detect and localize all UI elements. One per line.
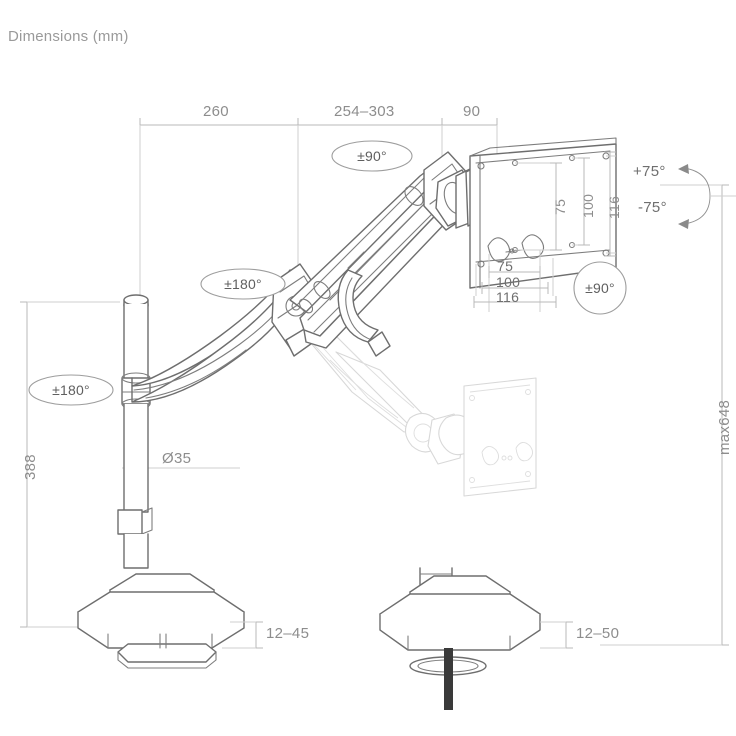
max-height-dimension <box>600 184 729 646</box>
c-clamp-thickness-label: 12–45 <box>266 625 310 642</box>
callout-base-rotation: ±180° <box>52 382 90 398</box>
pole-diameter-label: Ø35 <box>162 450 192 467</box>
c-clamp-base <box>77 573 245 669</box>
tilt-down-label: -75° <box>638 199 667 216</box>
grommet-thickness-label: 12–50 <box>576 625 620 642</box>
page-title: Dimensions (mm) <box>8 28 129 45</box>
c-clamp-thickness-dimension <box>222 621 263 649</box>
vesa-vertical-label-100: 100 <box>580 193 596 218</box>
mounting-pole <box>117 294 153 569</box>
dimension-label-254-303: 254–303 <box>334 103 395 120</box>
vesa-horizontal-label-75: 75 <box>497 258 514 274</box>
vesa-vertical-label-116: 116 <box>606 195 622 219</box>
grommet-base <box>379 567 541 710</box>
dimension-label-260: 260 <box>203 103 229 120</box>
dimension-label-90: 90 <box>463 103 481 120</box>
phantom-lowered-position <box>275 309 537 497</box>
tilt-up-label: +75° <box>633 163 666 180</box>
callout-bubble-shapes <box>28 140 627 406</box>
callout-head-rotation: ±90° <box>585 280 615 296</box>
vesa-horizontal-label-116: 116 <box>496 289 520 305</box>
dimension-label-max648: max648 <box>716 399 733 455</box>
vesa-mounting-plate <box>469 137 617 289</box>
vesa-vertical-dimensions <box>515 151 616 257</box>
grommet-thickness-dimension <box>540 621 573 649</box>
callout-arm-swivel: ±90° <box>357 148 387 164</box>
vesa-horizontal-label-100: 100 <box>496 274 521 290</box>
tilt-range-arc <box>678 164 736 229</box>
vesa-vertical-label-75: 75 <box>552 198 568 215</box>
vesa-horizontal-dimensions <box>473 250 557 312</box>
dimension-label-388: 388 <box>22 454 39 480</box>
callout-elbow-rotation: ±180° <box>224 276 262 292</box>
